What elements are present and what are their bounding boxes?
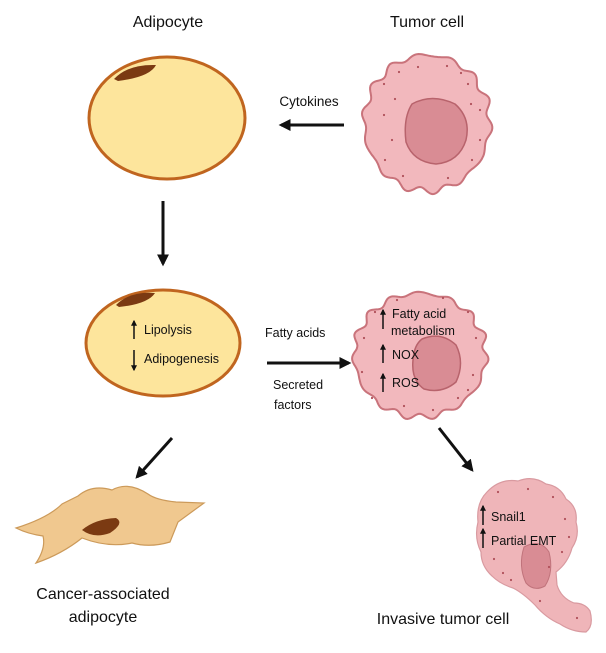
tumor-cell-title: Tumor cell [390,14,464,31]
cytoplasm-dot [538,599,542,603]
cytoplasm-dot [431,408,435,412]
snail1-label: Snail1 [491,510,526,524]
cytoplasm-dot [383,158,387,162]
cytoplasm-dot [575,616,579,620]
cytoplasm-dot [446,176,450,180]
cytoplasm-dot [416,65,420,69]
cytoplasm-dot [469,102,473,106]
cytoplasm-dot [567,535,571,539]
tumor-nucleus [411,335,462,392]
cytoplasm-dot [526,487,530,491]
cytoplasm-dot [496,490,500,494]
cytoplasm-dot [470,158,474,162]
cytoplasm-dot [478,138,482,142]
tumor-cell-top [360,52,494,196]
secreted-factors-line2: factors [274,398,312,412]
cytoplasm-dot [370,396,374,400]
partial-emt-label: Partial EMT [491,534,557,548]
cancer-associated-adipocyte [14,485,206,565]
caa-arrow [135,436,174,479]
cytoplasm-dot [466,82,470,86]
adipocyte-nucleus [116,292,155,307]
cytoplasm-dot [478,108,482,112]
cytoplasm-dot [547,565,551,569]
tumor-cytoplasm-dots [382,64,482,180]
cytoplasm-dot [492,557,496,561]
caa-label-line2: adipocyte [69,609,138,626]
fatty-acid-label-line2: metabolism [391,324,455,338]
cytoplasm-dot [373,310,377,314]
adipogenesis-label: Adipogenesis [144,352,219,366]
cytoplasm-dot [551,495,555,499]
cytoplasm-dot [563,517,567,521]
caa-label-line1: Cancer-associated [36,586,169,603]
cytoplasm-dot [382,113,386,117]
cytoplasm-dot [441,296,445,300]
cytoplasm-dot [402,404,406,408]
cytoplasm-dot [445,64,449,68]
nox-label: NOX [392,348,420,362]
tumor-nucleus [404,97,468,165]
tumor-cytoplasm-dots [492,487,579,620]
cytoplasm-dot [360,370,364,374]
lipolysis-label: Lipolysis [144,323,192,337]
invasive-tumor-cell-label: Invasive tumor cell [377,611,510,628]
ros-label: ROS [392,376,419,390]
cytoplasm-dot [382,82,386,86]
cytoplasm-dot [456,396,460,400]
secreted-factors-line1: Secreted [273,378,323,392]
fatty-acid-label-line1: Fatty acid [392,307,446,321]
adipocyte-top [87,55,247,181]
adipocyte-middle: Lipolysis Adipogenesis [84,288,242,398]
invasive-tumor-cell: Snail1 Partial EMT [475,478,592,633]
adipocyte-title: Adipocyte [133,14,203,31]
cytoplasm-dot [501,571,505,575]
cytokines-label: Cytokines [279,94,339,109]
cytoplasm-dot [466,388,470,392]
tumor-nucleus [520,542,552,589]
cytoplasm-dot [395,298,399,302]
fatty-acids-label: Fatty acids [265,326,325,340]
adipocyte-nucleus [82,518,120,536]
cytoplasm-dot [509,578,513,582]
cytoplasm-dot [466,310,470,314]
cytoplasm-dot [474,336,478,340]
invasive-arrow [437,427,474,472]
cytoplasm-dot [459,71,463,75]
cytoplasm-dot [397,70,401,74]
tumor-cytoplasm-dots [360,296,478,412]
cytoplasm-dot [362,336,366,340]
adipocyte-nucleus [114,64,156,81]
cytoplasm-dot [471,373,475,377]
cytoplasm-dot [393,97,397,101]
tumor-cell-middle: Fatty acid metabolism NOX ROS [351,290,490,421]
cytoplasm-dot [560,550,564,554]
cytoplasm-dot [401,174,405,178]
cytoplasm-dot [390,138,394,142]
